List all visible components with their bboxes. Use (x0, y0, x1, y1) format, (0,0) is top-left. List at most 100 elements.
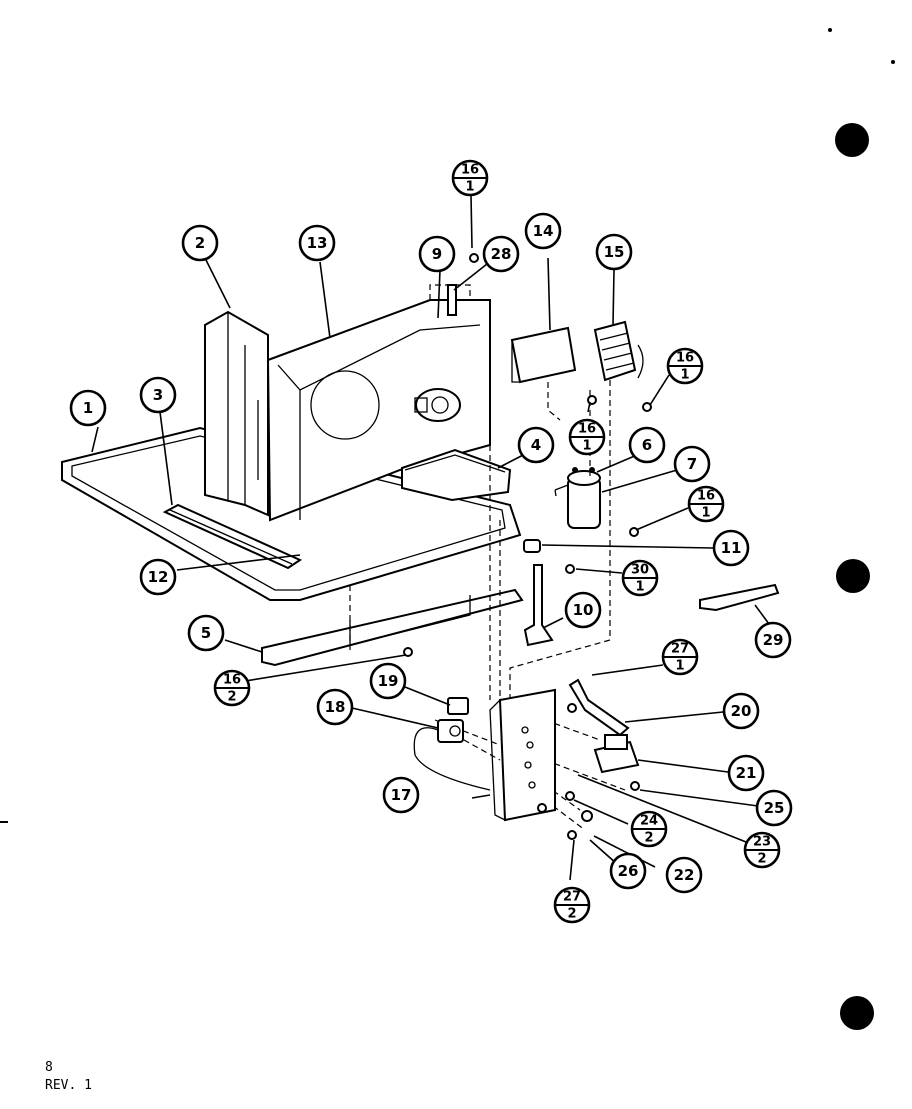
callout-2: 2 (181, 224, 219, 262)
fraction-denominator: 2 (757, 852, 766, 867)
speck-mark (828, 28, 832, 32)
control-bracket (510, 326, 577, 421)
control-panel-plate (489, 688, 556, 822)
fraction-denominator: 2 (644, 831, 653, 846)
callout-label: 15 (604, 243, 625, 261)
callout-22: 22 (665, 856, 703, 894)
callout-28: 28 (482, 235, 520, 273)
callout-label: 22 (674, 866, 695, 884)
fraction-denominator: 1 (675, 659, 684, 674)
callout-9: 9 (418, 235, 456, 273)
fraction-numerator: 16 (223, 673, 241, 688)
callout-12: 12 (139, 558, 177, 596)
callout-26: 26 (609, 852, 647, 890)
callout-label: 2 (195, 234, 205, 252)
callout-14: 14 (524, 212, 562, 250)
callout-15: 15 (595, 233, 633, 271)
fraction-denominator: 1 (701, 506, 710, 521)
callout-16-over-1-right: 16 1 (666, 347, 704, 385)
callout-17: 17 (382, 776, 420, 814)
callout-label: 17 (391, 786, 412, 804)
fraction-numerator: 23 (753, 835, 771, 850)
revision-label: REV. 1 (45, 1078, 92, 1093)
callout-4: 4 (517, 426, 555, 464)
fraction-numerator: 16 (676, 351, 694, 366)
callout-18: 18 (316, 688, 354, 726)
callout-label: 19 (378, 672, 399, 690)
callout-7: 7 (673, 445, 711, 483)
callout-label: 9 (432, 245, 442, 263)
callout-label: 29 (763, 631, 784, 649)
fraction-denominator: 2 (227, 690, 236, 705)
callout-3: 3 (139, 376, 177, 414)
speck-mark (891, 60, 895, 64)
fraction-denominator: 1 (465, 180, 474, 195)
callout-10: 10 (564, 591, 602, 629)
callout-label: 3 (153, 386, 163, 404)
callout-19: 19 (369, 662, 407, 700)
fraction-denominator: 1 (635, 580, 644, 595)
callout-label: 6 (642, 436, 652, 454)
binder-hole-bottom (840, 996, 874, 1030)
terminal-strip (593, 320, 644, 382)
drain-channel (162, 503, 303, 570)
callout-16-over-1-capacitor: 16 1 (687, 485, 725, 523)
fraction-numerator: 16 (461, 163, 479, 178)
clip (523, 539, 541, 553)
switch-actuator (523, 564, 554, 647)
capacitor (554, 467, 601, 529)
callout-16-over-2: 16 2 (213, 669, 251, 707)
callout-label: 13 (307, 234, 328, 252)
fan-motor (414, 388, 461, 422)
callout-25: 25 (755, 789, 793, 827)
callout-27-over-2: 27 2 (553, 886, 591, 924)
callout-27-over-1: 27 1 (661, 638, 699, 676)
callout-30-over-1: 30 1 (621, 559, 659, 597)
fraction-numerator: 16 (578, 422, 596, 437)
callout-20: 20 (722, 692, 760, 730)
page-number: 8 (45, 1060, 53, 1075)
rail (261, 588, 524, 667)
callout-5: 5 (187, 614, 225, 652)
callout-29: 29 (754, 621, 792, 659)
callout-label: 21 (736, 764, 757, 782)
callout-16-over-1-top: 16 1 (451, 159, 489, 197)
binder-hole-middle (836, 559, 870, 593)
hardware-screws (403, 253, 652, 840)
selector-switch (568, 678, 640, 774)
callout-23-over-2: 23 2 (743, 831, 781, 869)
fraction-denominator: 1 (680, 368, 689, 383)
callout-label: 20 (731, 702, 752, 720)
fraction-denominator: 2 (567, 907, 576, 922)
callout-1: 1 (69, 389, 107, 427)
bracket-plate (401, 448, 512, 502)
callout-label: 14 (533, 222, 554, 240)
callout-label: 11 (721, 539, 742, 557)
leader-lines (91, 194, 773, 881)
callout-11: 11 (712, 529, 750, 567)
rod (699, 583, 780, 612)
callout-label: 1 (83, 399, 93, 417)
callout-21: 21 (727, 754, 765, 792)
callout-label: 28 (491, 245, 512, 263)
callout-24-over-2: 24 2 (630, 810, 668, 848)
callout-label: 18 (325, 698, 346, 716)
fraction-denominator: 1 (582, 439, 591, 454)
thermostat (413, 719, 491, 791)
callout-label: 12 (148, 568, 169, 586)
side-panel (204, 310, 269, 517)
fraction-numerator: 24 (640, 814, 658, 829)
callout-label: 5 (201, 624, 211, 642)
callout-13: 13 (298, 224, 336, 262)
binder-hole-top (835, 123, 869, 157)
callout-16-over-1-mid: 16 1 (568, 418, 606, 456)
callout-label: 26 (618, 862, 639, 880)
callout-label: 4 (531, 436, 541, 454)
callout-label: 7 (687, 455, 697, 473)
fraction-numerator: 27 (671, 642, 689, 657)
fraction-numerator: 27 (563, 890, 581, 905)
callout-label: 25 (764, 799, 785, 817)
small-switch (447, 697, 469, 715)
fraction-numerator: 30 (631, 563, 649, 578)
